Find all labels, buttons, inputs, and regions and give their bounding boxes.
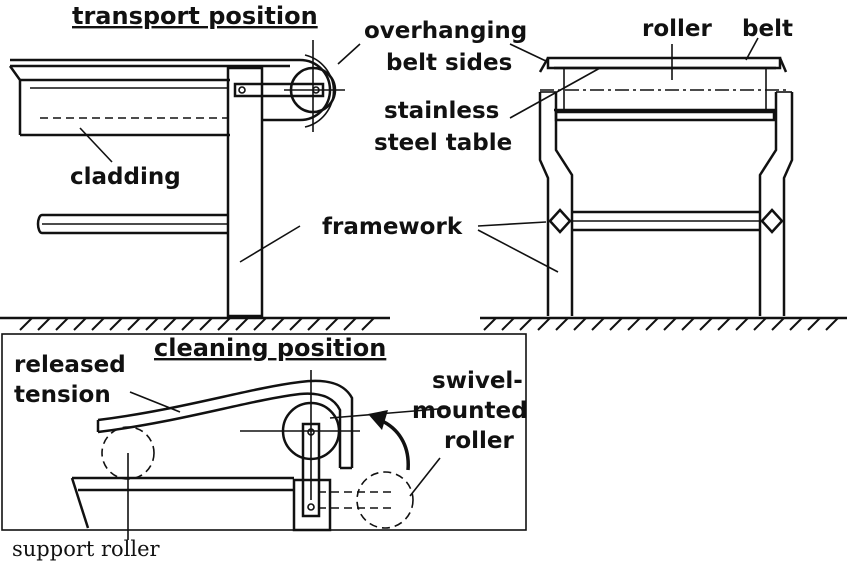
swivel-arm-pin-top <box>307 428 315 436</box>
released-belt-top <box>97 379 354 468</box>
leader-framework-left <box>239 225 301 263</box>
leader-swivel-2 <box>409 457 441 497</box>
stainless-label-2: steel table <box>374 130 512 156</box>
swivel-label-1: swivel- <box>432 368 523 394</box>
leader-cladding <box>79 127 113 163</box>
swivel-arm <box>301 422 321 518</box>
leader-released <box>129 391 181 413</box>
swivel-label-2: mounted <box>412 398 528 424</box>
leader-stainless <box>509 67 601 119</box>
transport-front-view <box>480 56 847 331</box>
roller-label: roller <box>642 16 713 42</box>
released-belt-bottom <box>97 392 342 468</box>
leader-framework-right-1 <box>477 221 547 227</box>
curved-arrow-icon <box>368 410 410 471</box>
overhanging-label-1: overhanging <box>364 18 527 44</box>
belt-overhang-left <box>538 57 550 73</box>
belt-wrap-outer <box>304 54 335 128</box>
front-leg-left-outer <box>538 92 550 316</box>
front-leg-left-inner <box>554 92 574 316</box>
lower-frame-leg <box>292 478 332 532</box>
cleaning-view <box>1 333 527 540</box>
framework-label: framework <box>322 214 463 240</box>
diamond-left <box>548 208 572 234</box>
cleaning-position-title: cleaning position <box>154 334 386 362</box>
leader-overhanging <box>337 43 361 65</box>
stainless-label-1: stainless <box>384 98 499 124</box>
frame-leg <box>226 66 264 318</box>
rotated-roller-position <box>356 471 414 529</box>
cladding-label: cladding <box>70 164 181 190</box>
cladding-left-end <box>8 65 22 135</box>
belt-band <box>546 56 782 70</box>
ground-hatch-icon <box>480 316 847 331</box>
leader-framework-right-2 <box>477 229 559 273</box>
support-roller-label: support roller <box>12 537 161 561</box>
lower-frame-left <box>70 477 90 529</box>
belt-label: belt <box>742 16 793 42</box>
cleaning-panel-frame <box>1 333 527 531</box>
swivel-arm-pin-bottom <box>307 503 315 511</box>
transport-side-view <box>0 40 390 331</box>
released-label-2: tension <box>14 382 111 408</box>
lower-crossbar-end <box>36 213 43 235</box>
transport-position-title: transport position <box>72 2 318 30</box>
leader-overhanging-right <box>509 43 549 63</box>
leader-belt <box>745 37 759 61</box>
front-leg-right-outer <box>782 92 794 316</box>
leader-swivel <box>329 407 451 419</box>
diamond-right <box>760 208 784 234</box>
tension-bar-pin-left <box>238 86 246 94</box>
ground-hatch-icon <box>0 316 390 331</box>
overhanging-label-2: belt sides <box>386 50 512 76</box>
steel-table-plate <box>554 110 776 122</box>
released-label-1: released <box>14 352 126 378</box>
front-leg-right-inner <box>758 92 778 316</box>
swivel-label-3: roller <box>444 428 515 454</box>
belt-overhang-right <box>778 57 788 73</box>
